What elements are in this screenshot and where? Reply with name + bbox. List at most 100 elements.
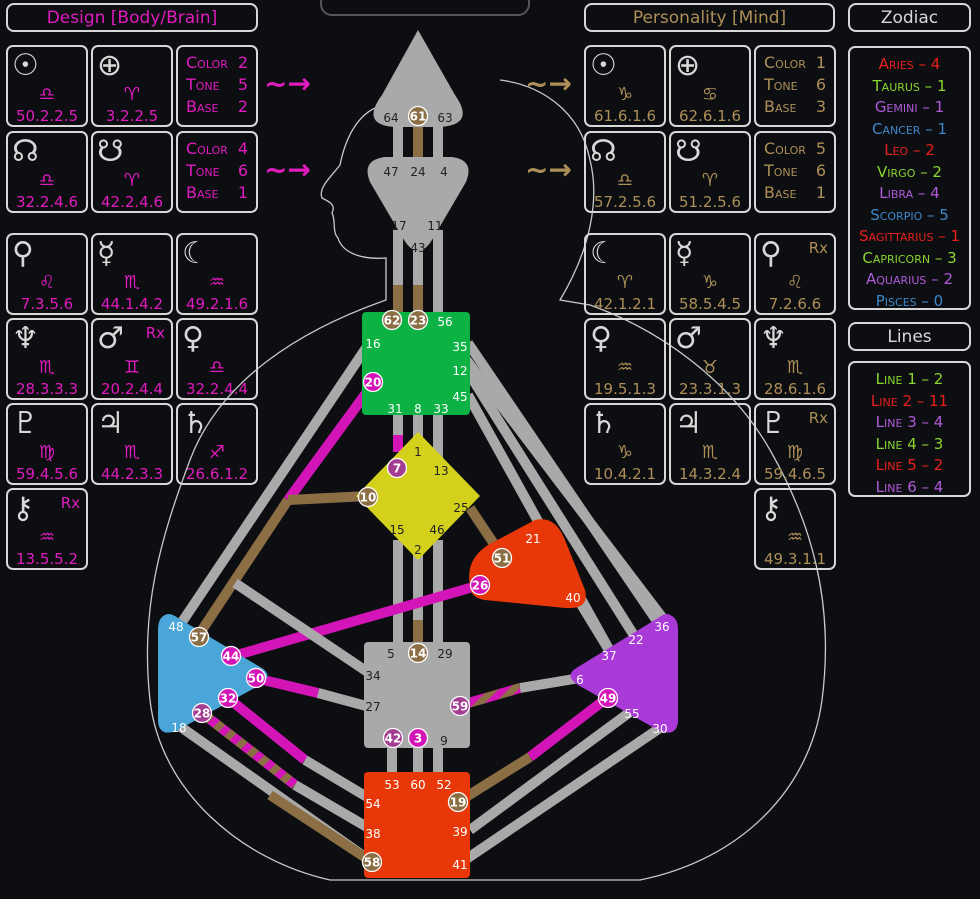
gate-number: 35 (452, 340, 467, 354)
activation-value: 44.1.4.2 (100, 295, 164, 313)
gate-number: 55 (624, 707, 639, 721)
activation-value: 49.2.1.6 (185, 295, 249, 313)
planet-icon: ♂ (675, 321, 702, 356)
planet-card[interactable]: ⊕♋62.6.1.6 (669, 45, 751, 127)
activated-gate-label: 44 (223, 650, 240, 664)
zodiac-sign-icon: ♎ (208, 357, 226, 378)
activated-gate-label: 51 (494, 552, 511, 566)
planet-card[interactable]: ♂♉23.3.1.3 (669, 318, 751, 400)
zodiac-sign-icon: ♏ (123, 272, 141, 293)
activated-gate-label: 59 (452, 700, 469, 714)
planet-card[interactable]: ⚷♒49.3.1.1 (754, 488, 836, 570)
planet-icon: ☉ (590, 48, 617, 83)
planet-card[interactable]: ☉♑61.6.1.6 (584, 45, 666, 127)
planet-card[interactable]: ☋♈51.2.5.6 (669, 131, 751, 213)
planet-card[interactable]: ☊♎32.2.4.6 (6, 131, 88, 213)
planet-card[interactable]: ☿♑58.5.4.5 (669, 233, 751, 315)
planet-icon: ♃ (97, 406, 124, 441)
planet-icon: ☾ (182, 236, 209, 271)
top-tab (320, 0, 530, 16)
channel (283, 382, 377, 503)
zodiac-item: Sagittarius – 1 (858, 227, 961, 245)
planet-card[interactable]: ☾♒49.2.1.6 (176, 233, 258, 315)
activated-gate-label: 23 (410, 314, 427, 328)
channel (267, 790, 375, 867)
zodiac-sign-icon: ♎ (616, 170, 634, 191)
planet-card[interactable]: ☋♈42.2.4.6 (91, 131, 173, 213)
ctb-value: 2 (237, 53, 248, 72)
activated-gate-label: 61 (410, 110, 427, 124)
activation-value: 62.6.1.6 (678, 107, 742, 125)
planet-card[interactable]: ♂Rx♊20.2.4.4 (91, 318, 173, 400)
planet-card[interactable]: ⚲♌7.3.5.6 (6, 233, 88, 315)
planet-card[interactable]: ♇♍59.4.5.6 (6, 403, 88, 485)
ctb-row: Color 2 (186, 52, 248, 74)
activation-value: 7.2.6.6 (768, 295, 822, 313)
channel (198, 709, 299, 789)
planet-card[interactable]: ♇Rx♍59.4.6.5 (754, 403, 836, 485)
lines-item: Line 6 – 4 (875, 477, 944, 496)
planet-card[interactable]: ☊♎57.2.5.6 (584, 131, 666, 213)
lines-item: Line 2 – 11 (870, 391, 949, 410)
gate-number: 43 (410, 241, 425, 255)
planet-card[interactable]: ♃♏44.2.3.3 (91, 403, 173, 485)
planet-card[interactable]: ⚲Rx♌7.2.6.6 (754, 233, 836, 315)
gate-number: 1 (414, 445, 422, 459)
activation-value: 20.2.4.4 (100, 380, 164, 398)
gate-number: 45 (452, 390, 467, 404)
zodiac-sign-icon: ♈ (123, 170, 141, 191)
planet-card[interactable]: ♀♎32.2.4.4 (176, 318, 258, 400)
ctb-label: Color (186, 53, 228, 72)
gate-number: 40 (565, 591, 580, 605)
planet-card[interactable]: ☉♎50.2.2.5 (6, 45, 88, 127)
planet-card[interactable]: ♄♐26.6.1.2 (176, 403, 258, 485)
gate-number: 46 (429, 523, 444, 537)
zodiac-item: Capricorn – 3 (862, 248, 957, 267)
channel (287, 491, 369, 505)
zodiac-header: Zodiac (848, 3, 971, 32)
activated-gate-label: 20 (365, 376, 382, 390)
zodiac-item: Libra – 4 (879, 184, 940, 202)
lines-header: Lines (848, 322, 971, 351)
planet-card[interactable]: ♃♏14.3.2.4 (669, 403, 751, 485)
zodiac-sign-icon: ♒ (786, 527, 804, 548)
ctb-value: 6 (815, 75, 826, 94)
planet-card[interactable]: ♆♏28.3.3.3 (6, 318, 88, 400)
gate-number: 30 (652, 722, 667, 736)
gate-number: 63 (437, 111, 452, 125)
ctb-value: 1 (815, 53, 826, 72)
ctb-label: Color (186, 139, 228, 158)
planet-card[interactable]: ♄♑10.4.2.1 (584, 403, 666, 485)
retrograde-badge: Rx (145, 324, 165, 342)
activated-gate-marker (381, 309, 403, 331)
planet-card[interactable]: ☾♈42.1.2.1 (584, 233, 666, 315)
zodiac-item: Leo – 2 (884, 141, 935, 159)
solar-plexus-center (570, 614, 678, 733)
activated-gate-label: 57 (191, 631, 208, 645)
activation-value: 58.5.4.5 (678, 295, 742, 313)
planet-card[interactable]: ♆♏28.6.1.6 (754, 318, 836, 400)
channel (519, 673, 581, 693)
zodiac-sign-icon: ♑ (616, 442, 634, 463)
lines-item: Line 3 – 4 (875, 413, 944, 431)
planet-card[interactable]: ♀♒19.5.1.3 (584, 318, 666, 400)
activated-gate-marker (217, 687, 239, 709)
personality-arrow-icon: ~→ (525, 67, 572, 100)
planet-card[interactable]: ☿♏44.1.4.2 (91, 233, 173, 315)
gate-number: 11 (427, 219, 442, 233)
design-arrow-icon: ~→ (264, 153, 311, 186)
activation-value: 57.2.5.6 (593, 193, 657, 211)
gate-number: 34 (365, 669, 380, 683)
zodiac-sign-icon: ♊ (123, 357, 141, 378)
planet-card[interactable]: ⊕♈3.2.2.5 (91, 45, 173, 127)
planet-card[interactable]: ⚷Rx♒13.5.5.2 (6, 488, 88, 570)
activated-gate-marker (491, 547, 513, 569)
body-outline (146, 79, 827, 881)
gate-number: 36 (654, 620, 669, 634)
zodiac-sign-icon: ♑ (616, 84, 634, 105)
